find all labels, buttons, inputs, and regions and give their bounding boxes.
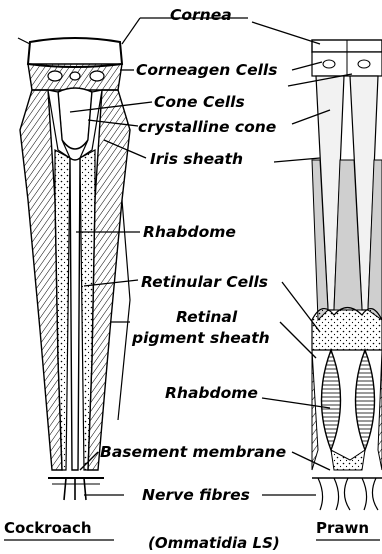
label-cornea: Cornea — [170, 6, 232, 24]
labels: Cornea Corneagen Cells Cone Cells crysta… — [100, 6, 286, 504]
caption-cockroach: Cockroach — [4, 519, 92, 537]
cockroach-cornea — [28, 38, 122, 67]
caption-ommatidia-ls: (Ommatidia LS) — [148, 534, 280, 552]
cockroach-rhabdome — [70, 158, 80, 470]
label-basement-membrane: Basement membrane — [100, 443, 286, 461]
label-nerve-fibres: Nerve fibres — [142, 486, 250, 504]
label-retinal-line1: Retinal — [176, 308, 238, 326]
label-crystalline-cone: crystalline cone — [138, 118, 276, 136]
label-rhabdome-upper: Rhabdome — [143, 223, 236, 241]
label-corneagen-cells: Corneagen Cells — [136, 61, 277, 79]
captions: Cockroach (Ommatidia LS) Prawn — [4, 519, 380, 552]
label-rhabdome-lower: Rhabdome — [165, 384, 258, 402]
cockroach-crystalline-cone — [58, 88, 92, 149]
prawn-retinal-pigment-sheath — [331, 450, 365, 470]
label-retinular-cells: Retinular Cells — [141, 273, 268, 291]
prawn-retinular-cells — [312, 308, 382, 351]
prawn-nerve-fibres — [318, 478, 378, 510]
cockroach-ommatidium — [18, 18, 140, 500]
cockroach-iris-sheath — [20, 90, 62, 470]
caption-prawn: Prawn — [316, 519, 369, 537]
label-retinal-line2: pigment sheath — [131, 329, 270, 347]
prawn-ommatidia — [312, 40, 382, 510]
prawn-rhabdome — [322, 350, 341, 450]
label-cone-cells: Cone Cells — [154, 93, 245, 111]
label-iris-sheath: Iris sheath — [150, 150, 243, 168]
